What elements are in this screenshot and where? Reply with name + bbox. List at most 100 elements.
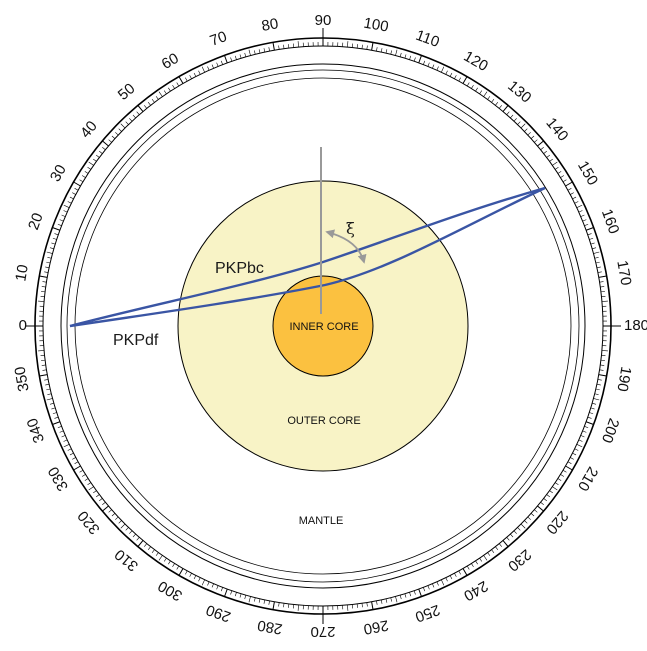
tick-166 xyxy=(595,257,599,258)
tick-252 xyxy=(410,592,411,596)
tick-137 xyxy=(528,132,531,135)
tick-208 xyxy=(570,457,574,459)
tick-40 xyxy=(102,141,108,146)
tick-241 xyxy=(459,571,461,575)
degree-label-70: 70 xyxy=(208,28,229,50)
tick-148 xyxy=(560,176,563,178)
tick-287 xyxy=(240,594,241,598)
tick-147 xyxy=(558,171,561,173)
tick-303 xyxy=(168,561,170,564)
degree-label-200: 200 xyxy=(598,416,623,445)
tick-68 xyxy=(217,63,219,67)
degree-label-170: 170 xyxy=(613,259,634,287)
degree-label-120: 120 xyxy=(461,48,491,75)
tick-55 xyxy=(159,92,162,97)
tick-285 xyxy=(249,596,251,602)
tick-168 xyxy=(597,267,601,268)
tick-160 xyxy=(586,228,594,231)
tick-190 xyxy=(599,375,607,376)
tick-194 xyxy=(595,394,599,395)
degree-label-190: 190 xyxy=(613,365,634,393)
tick-242 xyxy=(454,573,456,577)
tick-64 xyxy=(199,71,201,75)
tick-282 xyxy=(264,600,265,604)
tick-311 xyxy=(137,537,140,540)
tick-305 xyxy=(159,555,162,560)
degree-label-340: 340 xyxy=(24,416,49,445)
tick-352 xyxy=(42,365,46,366)
tick-335 xyxy=(64,444,69,447)
tick-307 xyxy=(152,550,154,553)
degree-label-320: 320 xyxy=(74,507,103,537)
tick-67 xyxy=(212,65,214,69)
degree-label-140: 140 xyxy=(542,115,571,145)
tick-73 xyxy=(240,54,241,58)
tick-237 xyxy=(476,561,478,564)
tick-21 xyxy=(58,224,62,225)
tick-116 xyxy=(446,71,448,75)
tick-199 xyxy=(588,417,592,418)
tick-127 xyxy=(492,99,494,102)
tick-247 xyxy=(432,584,434,588)
tick-71 xyxy=(231,57,232,61)
tick-314 xyxy=(126,527,129,530)
degree-label-270: 270 xyxy=(310,623,335,640)
tick-146 xyxy=(555,167,558,169)
tick-121 xyxy=(467,83,469,86)
tick-239 xyxy=(467,566,469,569)
tick-250 xyxy=(419,589,422,597)
tick-259 xyxy=(376,601,377,605)
tick-60 xyxy=(179,77,183,84)
tick-9 xyxy=(43,282,47,283)
tick-143 xyxy=(547,155,550,157)
tick-109 xyxy=(414,57,415,61)
degree-label-130: 130 xyxy=(504,77,534,106)
tick-51 xyxy=(144,105,147,108)
tick-286 xyxy=(245,595,246,599)
tick-348 xyxy=(45,384,49,385)
tick-296 xyxy=(199,578,201,582)
tick-196 xyxy=(592,403,596,404)
tick-297 xyxy=(194,575,196,579)
degree-label-300: 300 xyxy=(155,577,185,604)
tick-328 xyxy=(82,474,85,476)
tick-216 xyxy=(550,491,553,493)
degree-label-0: 0 xyxy=(19,317,27,334)
tick-347 xyxy=(46,389,50,390)
tick-248 xyxy=(428,586,430,590)
tick-217 xyxy=(547,495,550,497)
tick-331 xyxy=(75,462,79,464)
tick-202 xyxy=(583,431,587,433)
tick-213 xyxy=(558,479,561,481)
pkpdf-label: PKPdf xyxy=(113,332,159,349)
tick-226 xyxy=(518,527,521,530)
tick-49 xyxy=(137,112,140,115)
tick-228 xyxy=(510,534,513,537)
tick-333 xyxy=(70,453,74,455)
tick-17 xyxy=(51,243,55,244)
tick-188 xyxy=(600,365,604,366)
tick-16 xyxy=(50,248,54,249)
tick-12 xyxy=(45,267,49,268)
tick-244 xyxy=(446,578,448,582)
degree-label-310: 310 xyxy=(112,545,142,574)
tick-15 xyxy=(47,252,53,254)
tick-340 xyxy=(52,422,60,425)
tick-138 xyxy=(531,136,534,139)
degree-label-110: 110 xyxy=(413,27,441,51)
tick-319 xyxy=(109,510,112,513)
tick-124 xyxy=(480,91,482,94)
tick-13 xyxy=(46,262,50,263)
tick-207 xyxy=(572,453,576,455)
tick-313 xyxy=(129,531,132,534)
tick-225 xyxy=(521,524,525,528)
tick-221 xyxy=(534,510,537,513)
tick-299 xyxy=(185,571,187,575)
tick-20 xyxy=(52,228,60,231)
tick-63 xyxy=(194,73,196,77)
tick-318 xyxy=(112,513,115,516)
tick-33 xyxy=(85,171,88,173)
degree-label-160: 160 xyxy=(598,207,623,236)
tick-249 xyxy=(423,587,424,591)
